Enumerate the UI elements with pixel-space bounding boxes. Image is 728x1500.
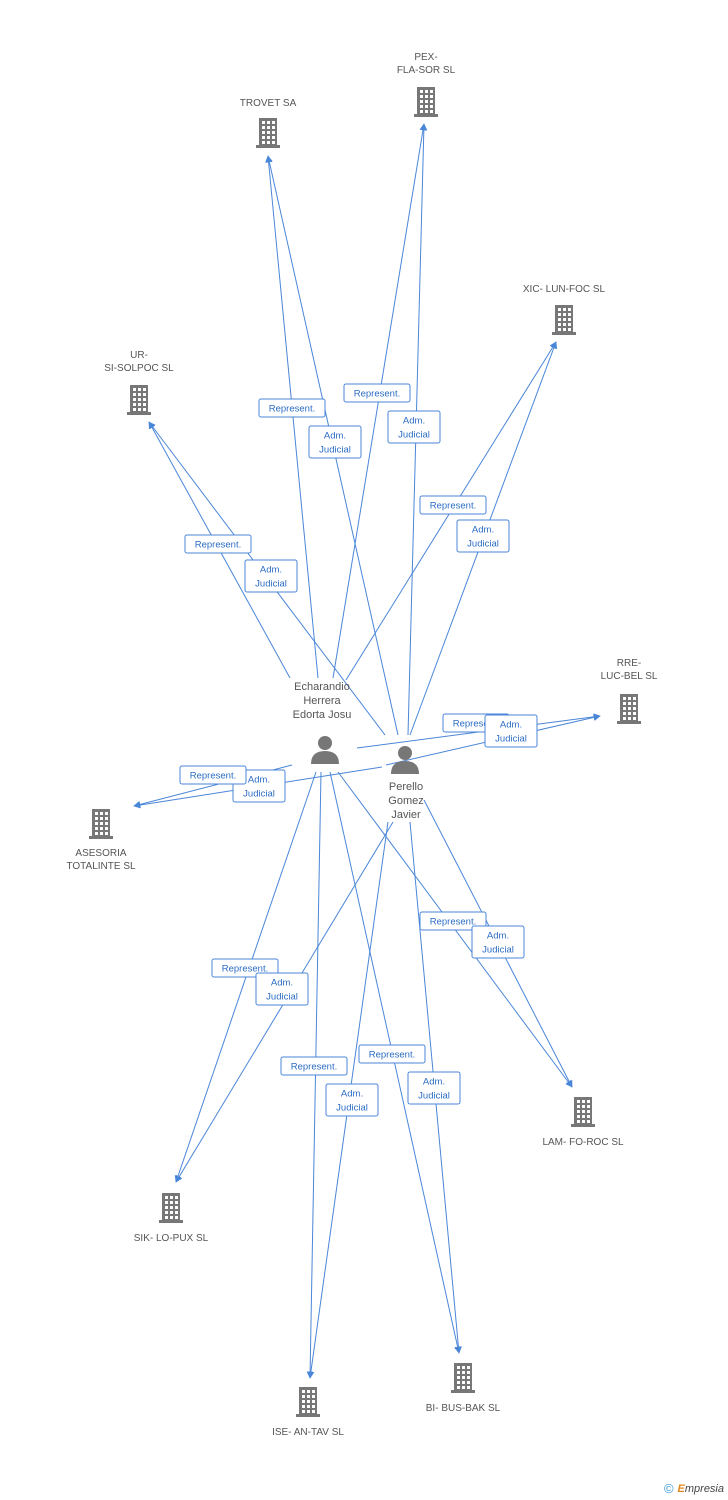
relation-label-perello-rre[interactable]: Adm. Judicial: [484, 714, 538, 748]
relation-label-text: Adm.: [341, 1089, 363, 1100]
relation-label-perello-ise[interactable]: Adm. Judicial: [325, 1083, 379, 1117]
relation-label-text: Judicial: [495, 734, 527, 745]
relation-label-text: Adm.: [423, 1077, 445, 1088]
company-node-sik[interactable]: SIK- LO-PUX SL: [134, 1193, 209, 1244]
relation-label-echarandio-lam[interactable]: Represent.: [419, 911, 487, 931]
person-label: Edorta Josu: [293, 709, 352, 721]
relation-label-text: Adm.: [248, 775, 270, 786]
relation-label-text: Represent.: [354, 389, 400, 400]
company-node-ise[interactable]: ISE- AN-TAV SL: [272, 1387, 344, 1438]
company-node-xic[interactable]: XIC- LUN-FOC SL: [523, 284, 606, 335]
company-node-pex[interactable]: PEX- FLA-SOR SL: [397, 52, 456, 117]
relation-label-perello-ur[interactable]: Adm. Judicial: [244, 559, 298, 593]
relation-label-echarandio-pex[interactable]: Represent.: [343, 383, 411, 403]
nodes-layer: TROVET SA PEX- FLA-SOR SL XIC- LUN-FOC SL UR…: [66, 52, 657, 1438]
relation-label-text: Represent.: [291, 1062, 337, 1073]
relation-label-perello-lam[interactable]: Adm. Judicial: [471, 925, 525, 959]
building-icon: [414, 87, 438, 117]
relation-label-text: Represent.: [430, 917, 476, 928]
company-label: SIK- LO-PUX SL: [134, 1233, 209, 1244]
company-label: SI-SOLPOC SL: [104, 363, 174, 374]
person-label: Javier: [391, 809, 421, 821]
relation-label-text: Represent.: [195, 540, 241, 551]
company-label: ASESORIA: [75, 848, 126, 859]
relation-label-perello-xic[interactable]: Adm. Judicial: [456, 519, 510, 553]
relation-label-text: Adm.: [271, 978, 293, 989]
relation-label-text: Adm.: [487, 931, 509, 942]
relation-label-text: Adm.: [500, 720, 522, 731]
company-label: UR-: [130, 350, 148, 361]
building-icon: [127, 385, 151, 415]
building-icon: [256, 118, 280, 148]
company-label: TROVET SA: [240, 98, 297, 109]
edge-labels-layer: Represent.Adm.JudicialRepresent.Adm.Judi…: [179, 383, 538, 1117]
company-node-lam[interactable]: LAM- FO-ROC SL: [542, 1097, 624, 1148]
company-label: LUC-BEL SL: [601, 671, 658, 682]
relation-label-echarandio-xic[interactable]: Represent.: [419, 495, 487, 515]
company-label: PEX-: [414, 52, 437, 63]
company-label: RRE-: [617, 658, 641, 669]
person-icon: [311, 736, 339, 764]
footer-branding: © Empresia: [664, 1481, 724, 1496]
brand-logo: Empresia: [677, 1482, 724, 1495]
relation-label-text: Represent.: [369, 1050, 415, 1061]
relation-label-text: Represent.: [222, 964, 268, 975]
copyright-icon: ©: [663, 1481, 674, 1496]
relation-label-text: Judicial: [482, 945, 514, 956]
relation-label-perello-trovet[interactable]: Adm. Judicial: [308, 425, 362, 459]
building-icon: [571, 1097, 595, 1127]
relation-label-text: Judicial: [255, 579, 287, 590]
relation-label-text: Represent.: [430, 501, 476, 512]
company-node-ur[interactable]: UR- SI-SOLPOC SL: [104, 350, 174, 415]
relation-label-text: Judicial: [398, 430, 430, 441]
company-node-rre[interactable]: RRE- LUC-BEL SL: [601, 658, 658, 724]
company-label: TOTALINTE SL: [66, 861, 136, 872]
relation-label-text: Judicial: [418, 1091, 450, 1102]
relation-label-text: Judicial: [243, 789, 275, 800]
relation-label-text: Judicial: [336, 1103, 368, 1114]
person-label: Perello: [389, 781, 423, 793]
relation-label-echarandio-trovet[interactable]: Represent.: [258, 398, 326, 418]
relation-label-text: Represent.: [453, 719, 499, 730]
edges-layer: [133, 123, 601, 1379]
person-label: Herrera: [303, 695, 341, 707]
building-icon: [617, 694, 641, 724]
relation-label-text: Judicial: [319, 445, 351, 456]
person-label: Gomez: [388, 795, 423, 807]
company-label: BI- BUS-BAK SL: [426, 1403, 501, 1414]
building-icon: [296, 1387, 320, 1417]
building-icon: [552, 305, 576, 335]
relation-label-text: Judicial: [266, 992, 298, 1003]
relation-label-perello-bi[interactable]: Adm. Judicial: [407, 1071, 461, 1105]
relation-label-echarandio-ise[interactable]: Represent.: [280, 1056, 348, 1076]
company-node-trovet[interactable]: TROVET SA: [240, 98, 297, 148]
relation-label-text: Represent.: [190, 771, 236, 782]
company-label: ISE- AN-TAV SL: [272, 1427, 344, 1438]
person-icon: [391, 746, 419, 774]
company-node-bi[interactable]: BI- BUS-BAK SL: [426, 1363, 501, 1414]
building-icon: [89, 809, 113, 839]
company-label: FLA-SOR SL: [397, 65, 456, 76]
relation-label-perello-pex[interactable]: Adm. Judicial: [387, 410, 441, 444]
relation-label-text: Judicial: [467, 539, 499, 550]
relation-label-echarandio-bi[interactable]: Represent.: [358, 1044, 426, 1064]
relation-label-text: Adm.: [472, 525, 494, 536]
relation-label-text: Adm.: [403, 416, 425, 427]
building-icon: [451, 1363, 475, 1393]
company-label: XIC- LUN-FOC SL: [523, 284, 606, 295]
relation-label-echarandio-ur[interactable]: Represent.: [184, 534, 252, 554]
relation-label-text: Adm.: [260, 565, 282, 576]
building-icon: [159, 1193, 183, 1223]
company-label: LAM- FO-ROC SL: [542, 1137, 624, 1148]
person-label: Echarandio: [294, 681, 350, 693]
relation-label-perello-sik[interactable]: Adm. Judicial: [255, 972, 309, 1006]
relation-label-text: Adm.: [324, 431, 346, 442]
relation-label-text: Represent.: [269, 404, 315, 415]
relation-label-perello-asesoria[interactable]: Represent.: [179, 765, 247, 785]
company-node-asesoria[interactable]: ASESORIA TOTALINTE SL: [66, 809, 136, 872]
